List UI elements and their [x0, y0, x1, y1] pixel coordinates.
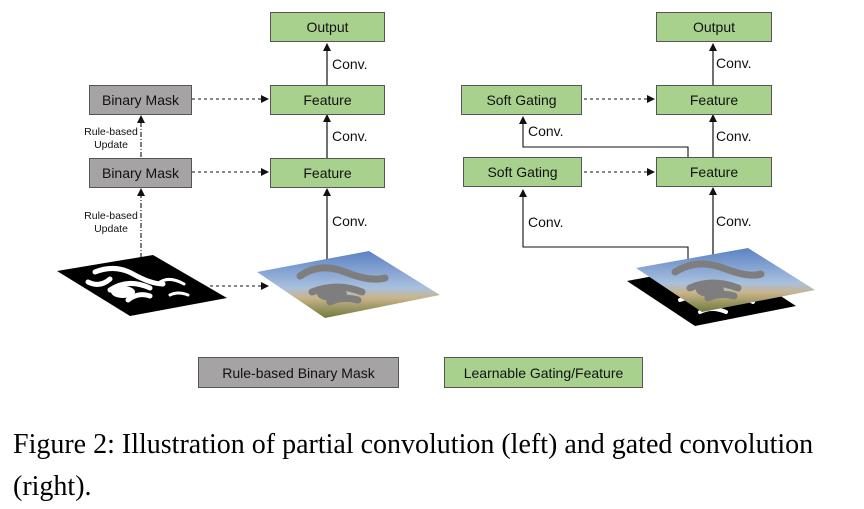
right-elbow-image-to-gating	[519, 189, 689, 262]
right-masked-photo	[636, 248, 815, 312]
right-conv-label-2: Conv.	[716, 128, 752, 144]
left-conv-label-3: Conv.	[332, 213, 368, 229]
right-output-box: Output	[656, 12, 772, 42]
left-update-label-2: Rule-based Update	[84, 210, 138, 235]
legend-gray-box: Rule-based Binary Mask	[198, 357, 399, 388]
left-update-label-1: Rule-based Update	[84, 126, 138, 151]
figure-caption: Figure 2: Illustration of partial convol…	[13, 429, 814, 502]
left-output-box: Output	[270, 12, 385, 42]
left-conv-label-1: Conv.	[332, 56, 368, 72]
right-feature-top-box: Feature	[656, 85, 772, 115]
right-conv-label-4: Conv.	[528, 214, 564, 230]
diagram-figure: Output Feature Feature Binary Mask Binar…	[57, 12, 815, 388]
left-conv-label-2: Conv.	[332, 128, 368, 144]
right-conv-label-3: Conv.	[528, 123, 564, 139]
right-soft-gating-bottom-box: Soft Gating	[463, 157, 582, 187]
right-conv-label-1: Conv.	[716, 55, 752, 71]
left-masked-photo	[257, 251, 440, 318]
right-elbow-feature-to-gating	[519, 116, 689, 157]
left-feature-top-box: Feature	[270, 85, 385, 115]
left-feature-bottom-box: Feature	[270, 158, 385, 188]
connector-layer	[57, 43, 815, 326]
right-conv-label-5: Conv.	[716, 213, 752, 229]
legend-green-box: Learnable Gating/Feature	[444, 357, 643, 388]
left-binary-mask-bottom-box: Binary Mask	[89, 158, 192, 188]
left-binary-mask-top-box: Binary Mask	[89, 85, 192, 115]
right-feature-bottom-box: Feature	[656, 157, 772, 187]
left-mask-image	[57, 255, 227, 316]
right-soft-gating-top-box: Soft Gating	[461, 85, 582, 115]
